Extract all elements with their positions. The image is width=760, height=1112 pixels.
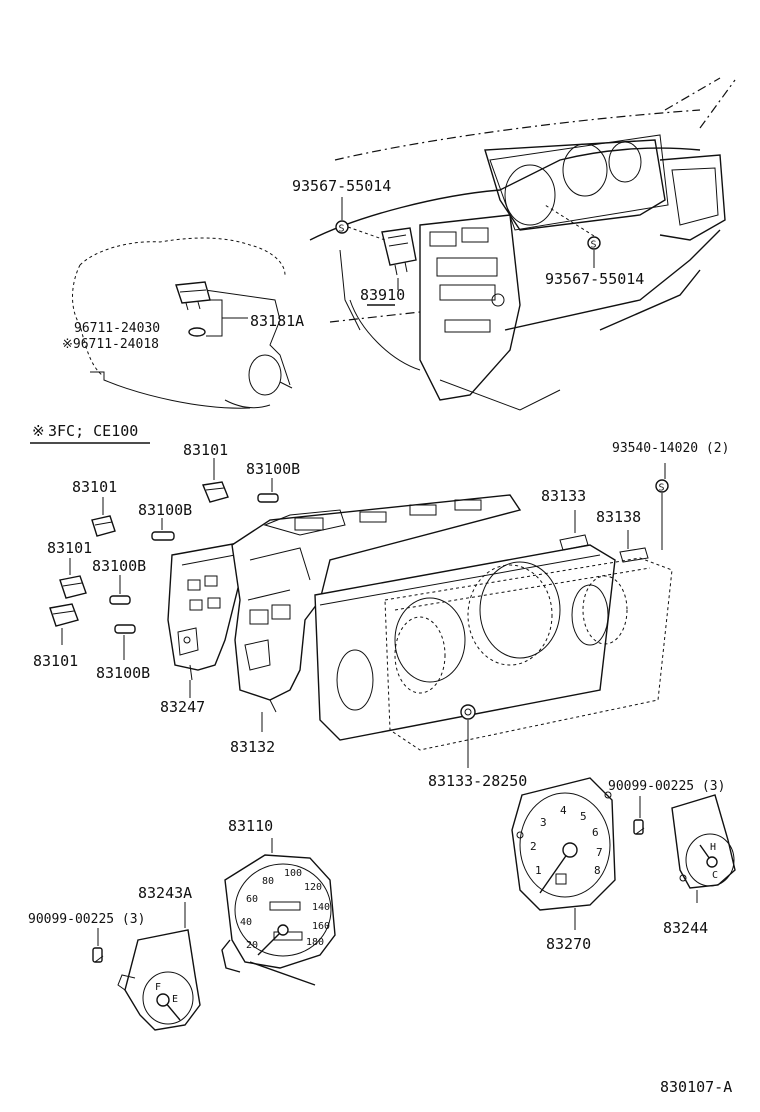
label-83244: 83244 bbox=[663, 919, 708, 937]
socket-drawing bbox=[202, 481, 229, 503]
tacho-tick: 6 bbox=[592, 826, 599, 839]
speedo-tick: 140 bbox=[312, 902, 330, 913]
speedo-tick: 60 bbox=[246, 894, 258, 905]
label-83243a: 83243A bbox=[138, 884, 192, 902]
label-83100b-left: 83100B bbox=[92, 557, 146, 575]
screw-symbol: S bbox=[587, 236, 601, 251]
socket-drawing bbox=[59, 575, 87, 599]
speedo-tick: 40 bbox=[240, 917, 252, 928]
cluster-hood-outline bbox=[489, 134, 669, 231]
tacho-tick: 8 bbox=[594, 864, 601, 877]
speedo-tick: 80 bbox=[262, 876, 274, 887]
label-83101-top: 83101 bbox=[183, 441, 228, 459]
label-83101-upper-left: 83101 bbox=[72, 478, 117, 496]
label-83100b-bottom: 83100B bbox=[96, 664, 150, 682]
temp-h-mark: H bbox=[710, 842, 716, 853]
label-83138: 83138 bbox=[596, 508, 641, 526]
engine-sensor-area bbox=[72, 237, 293, 409]
label-83132: 83132 bbox=[230, 738, 275, 756]
temp-gauge-83244-drawing: H C bbox=[671, 794, 736, 903]
tacho-tick: 4 bbox=[560, 804, 567, 817]
svg-text:S: S bbox=[591, 240, 597, 251]
label-96711-24030: 96711-24030 bbox=[74, 321, 160, 336]
label-93567-55014-right: 93567-55014 bbox=[545, 270, 644, 288]
label-83270: 83270 bbox=[546, 935, 591, 953]
label-83910: 83910 bbox=[360, 286, 405, 304]
switch-83910-drawing bbox=[381, 227, 417, 276]
bulb-drawing bbox=[151, 531, 175, 541]
diagram-code: 830107-A bbox=[660, 1078, 732, 1096]
screw-symbol: S bbox=[655, 479, 669, 494]
label-93567-55014-left: 93567-55014 bbox=[292, 177, 391, 195]
tacho-tick: 1 bbox=[535, 864, 542, 877]
speedo-tick: 120 bbox=[304, 882, 322, 893]
label-83101-bottom: 83101 bbox=[33, 652, 78, 670]
speedo-tick: 160 bbox=[312, 921, 330, 932]
label-83100b-top: 83100B bbox=[246, 460, 300, 478]
lens-83138-drawing bbox=[384, 557, 673, 751]
speedo-tick: 20 bbox=[246, 940, 258, 951]
note-3fc-ce100: ※ 3FC; CE100 bbox=[30, 422, 150, 444]
label-83110: 83110 bbox=[228, 817, 273, 835]
label-90099-00225-left: 90099-00225 (3) bbox=[28, 912, 145, 927]
screw-symbol: S bbox=[335, 220, 349, 235]
bulb-drawing bbox=[114, 624, 136, 634]
fuel-e-mark: E bbox=[172, 994, 178, 1005]
tacho-tick: 3 bbox=[540, 816, 547, 829]
callout-labels: 93567-55014 93567-55014 83910 83181A 967… bbox=[28, 177, 732, 1096]
cluster-exploded-view: S bbox=[167, 463, 673, 768]
fuel-gauge-83243a-drawing: F E bbox=[117, 902, 201, 1031]
sockets-and-bulbs bbox=[49, 458, 279, 660]
tachometer-83270-drawing: 1 2 3 4 5 6 7 8 bbox=[511, 777, 616, 930]
svg-text:S: S bbox=[339, 224, 345, 235]
tacho-tick: 5 bbox=[580, 810, 587, 823]
label-83247: 83247 bbox=[160, 698, 205, 716]
tacho-tick: 7 bbox=[596, 846, 603, 859]
screw-drawing bbox=[633, 819, 645, 835]
socket-drawing bbox=[91, 515, 116, 537]
label-83100b-mid: 83100B bbox=[138, 501, 192, 519]
bulb-drawing bbox=[109, 595, 131, 605]
label-90099-00225-right: 90099-00225 (3) bbox=[608, 779, 725, 794]
speedo-tick: 180 bbox=[306, 937, 324, 948]
screw-drawing bbox=[92, 947, 104, 963]
bulb-drawing bbox=[257, 493, 279, 503]
label-83133: 83133 bbox=[541, 487, 586, 505]
svg-text:S: S bbox=[659, 483, 665, 494]
label-83181a: 83181A bbox=[250, 312, 304, 330]
note-text: 3FC; CE100 bbox=[48, 422, 138, 440]
circuit-board-83132-drawing bbox=[231, 494, 522, 713]
note-symbol: ※ bbox=[32, 422, 45, 440]
label-96711-24018: ※96711-24018 bbox=[62, 337, 159, 352]
sensor-83181a-drawing bbox=[175, 281, 211, 337]
label-83101-left: 83101 bbox=[47, 539, 92, 557]
label-83133-28250: 83133-28250 bbox=[428, 772, 527, 790]
label-93540-14020: 93540-14020 (2) bbox=[612, 441, 729, 456]
speedo-tick: 100 bbox=[284, 868, 302, 879]
tacho-tick: 2 bbox=[530, 840, 537, 853]
speedometer-83110-drawing: 20 40 60 80 100 120 140 160 180 bbox=[221, 838, 336, 986]
dashboard-overview: S S bbox=[309, 77, 736, 411]
fuel-f-mark: F bbox=[155, 982, 161, 993]
socket-drawing bbox=[49, 603, 79, 627]
temp-c-mark: C bbox=[712, 870, 718, 881]
